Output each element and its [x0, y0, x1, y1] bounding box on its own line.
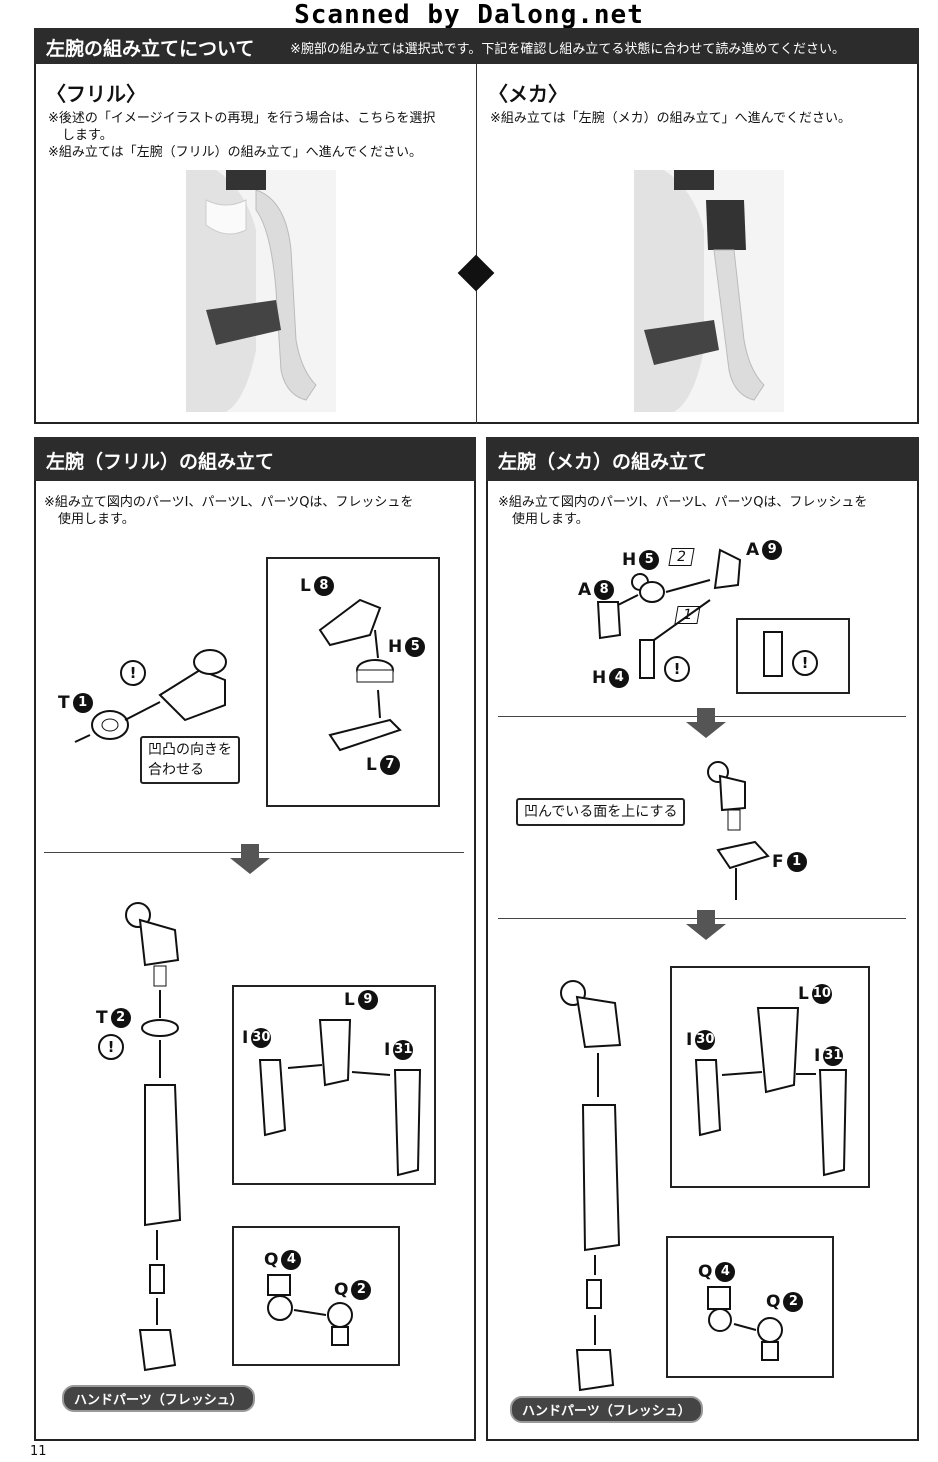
part-number-badge: 8	[594, 580, 615, 600]
frill-detail-box-1	[266, 557, 440, 807]
step-order-1: 1	[674, 606, 701, 624]
next-step-arrow-stem	[241, 844, 259, 858]
part-number-badge: 4	[281, 1250, 302, 1270]
mecha-heading: 〈メカ〉	[488, 82, 568, 106]
scan-watermark: Scanned by Dalong.net	[294, 0, 644, 30]
mecha-notes: ※組み立ては「左腕（メカ）の組み立て」へ進んでください。	[490, 110, 910, 127]
mecha-arm-header: 左腕（メカ）の組み立て	[486, 437, 919, 481]
caution-icon: !	[792, 650, 818, 676]
frill-arm-notes: ※組み立て図内のパーツI、パーツL、パーツQは、フレッシュを 使用します。	[44, 494, 464, 528]
mecha-detail-box-1	[736, 618, 850, 694]
frill-arm-note-line: 使用します。	[58, 512, 135, 527]
caution-icon: !	[120, 660, 146, 686]
frill-figure-photo	[186, 170, 336, 412]
mecha-arm-note-line: 使用します。	[512, 512, 589, 527]
part-number-badge: 4	[715, 1262, 736, 1282]
recess-up-callout: 凹んでいる面を上にする	[516, 798, 686, 826]
part-number-badge: 9	[762, 540, 783, 560]
part-number-badge: 7	[379, 755, 400, 775]
part-number-badge: 8	[313, 576, 334, 596]
frill-arm-title: 左腕（フリル）の組み立て	[46, 451, 275, 473]
arm-choice-title: 左腕の組み立てについて	[46, 38, 255, 60]
frill-forearm-parts	[258, 1019, 422, 1177]
part-number-badge: 30	[251, 1028, 272, 1048]
frill-heading: 〈フリル〉	[46, 82, 146, 106]
next-step-arrow-icon	[686, 722, 726, 738]
mecha-h4-detail	[763, 631, 783, 677]
next-step-arrow-stem	[697, 910, 715, 924]
next-step-arrow-icon	[230, 858, 270, 874]
part-number-badge: 31	[393, 1040, 414, 1060]
frill-step2-diagram	[125, 902, 182, 1372]
part-number-badge: 30	[695, 1030, 716, 1050]
align-callout: 凹凸の向きを 合わせる	[140, 736, 240, 784]
caution-icon: !	[664, 656, 690, 682]
step-order-2: 2	[668, 548, 695, 566]
mecha-step1-diagram	[596, 548, 742, 679]
hand-parts-label: ハンドパーツ（フレッシュ）	[510, 1396, 703, 1423]
part-number-badge: 10	[811, 984, 832, 1004]
mecha-detail-box-2	[670, 966, 870, 1188]
arm-choice-header: 左腕の組み立てについて ※腕部の組み立ては選択式です。下記を確認し組み立てる状態…	[34, 28, 919, 64]
choice-divider	[476, 64, 477, 424]
part-number-badge: 2	[110, 1008, 131, 1028]
mecha-arm-notes: ※組み立て図内のパーツI、パーツL、パーツQは、フレッシュを 使用します。	[498, 494, 913, 528]
mecha-forearm-parts	[694, 1007, 848, 1177]
mecha-arm-title: 左腕（メカ）の組み立て	[498, 451, 708, 473]
part-number-badge: 2	[351, 1280, 372, 1300]
hand-parts-label: ハンドパーツ（フレッシュ）	[62, 1385, 255, 1412]
mecha-figure-photo	[634, 170, 784, 412]
frill-wrist-parts	[267, 1274, 353, 1346]
part-number-badge: 2	[783, 1292, 804, 1312]
mecha-arm-note-line: ※組み立て図内のパーツI、パーツL、パーツQは、フレッシュを	[498, 495, 868, 510]
page-number: 11	[30, 1444, 47, 1459]
frill-arm-header: 左腕（フリル）の組み立て	[34, 437, 476, 481]
mecha-wrist-parts	[707, 1286, 783, 1361]
frill-wrist-box	[232, 1226, 400, 1366]
caution-icon: !	[98, 1034, 124, 1060]
mecha-step3-diagram	[560, 980, 622, 1392]
part-number-badge: 9	[357, 990, 378, 1010]
frill-step1-diagram	[74, 649, 227, 743]
arm-choice-note: ※腕部の組み立ては選択式です。下記を確認し組み立てる状態に合わせて読み進めてくだ…	[290, 42, 845, 57]
mecha-wrist-box	[666, 1236, 834, 1378]
part-number-badge: 5	[639, 550, 660, 570]
frill-note-line: ※後述の「イメージイラストの再現」を行う場合は、こちらを選択	[48, 111, 436, 126]
part-number-badge: 4	[609, 668, 630, 688]
next-step-arrow-icon	[686, 924, 726, 940]
frill-note-line: します。	[62, 128, 113, 143]
frill-notes: ※後述の「イメージイラストの再現」を行う場合は、こちらを選択 します。 ※組み立…	[48, 110, 468, 161]
part-number-badge: 1	[786, 852, 807, 872]
mecha-step2-diagram	[707, 761, 770, 900]
frill-detail-parts	[318, 598, 402, 752]
mecha-note-line: ※組み立ては「左腕（メカ）の組み立て」へ進んでください。	[490, 111, 851, 126]
part-number-badge: 31	[823, 1046, 844, 1066]
frill-note-line: ※組み立ては「左腕（フリル）の組み立て」へ進んでください。	[48, 145, 422, 160]
part-number-badge: 5	[405, 637, 426, 657]
frill-arm-note-line: ※組み立て図内のパーツI、パーツL、パーツQは、フレッシュを	[44, 495, 414, 510]
frill-detail-box-2	[232, 985, 436, 1185]
next-step-arrow-stem	[697, 708, 715, 722]
part-number-badge: 1	[72, 693, 93, 713]
